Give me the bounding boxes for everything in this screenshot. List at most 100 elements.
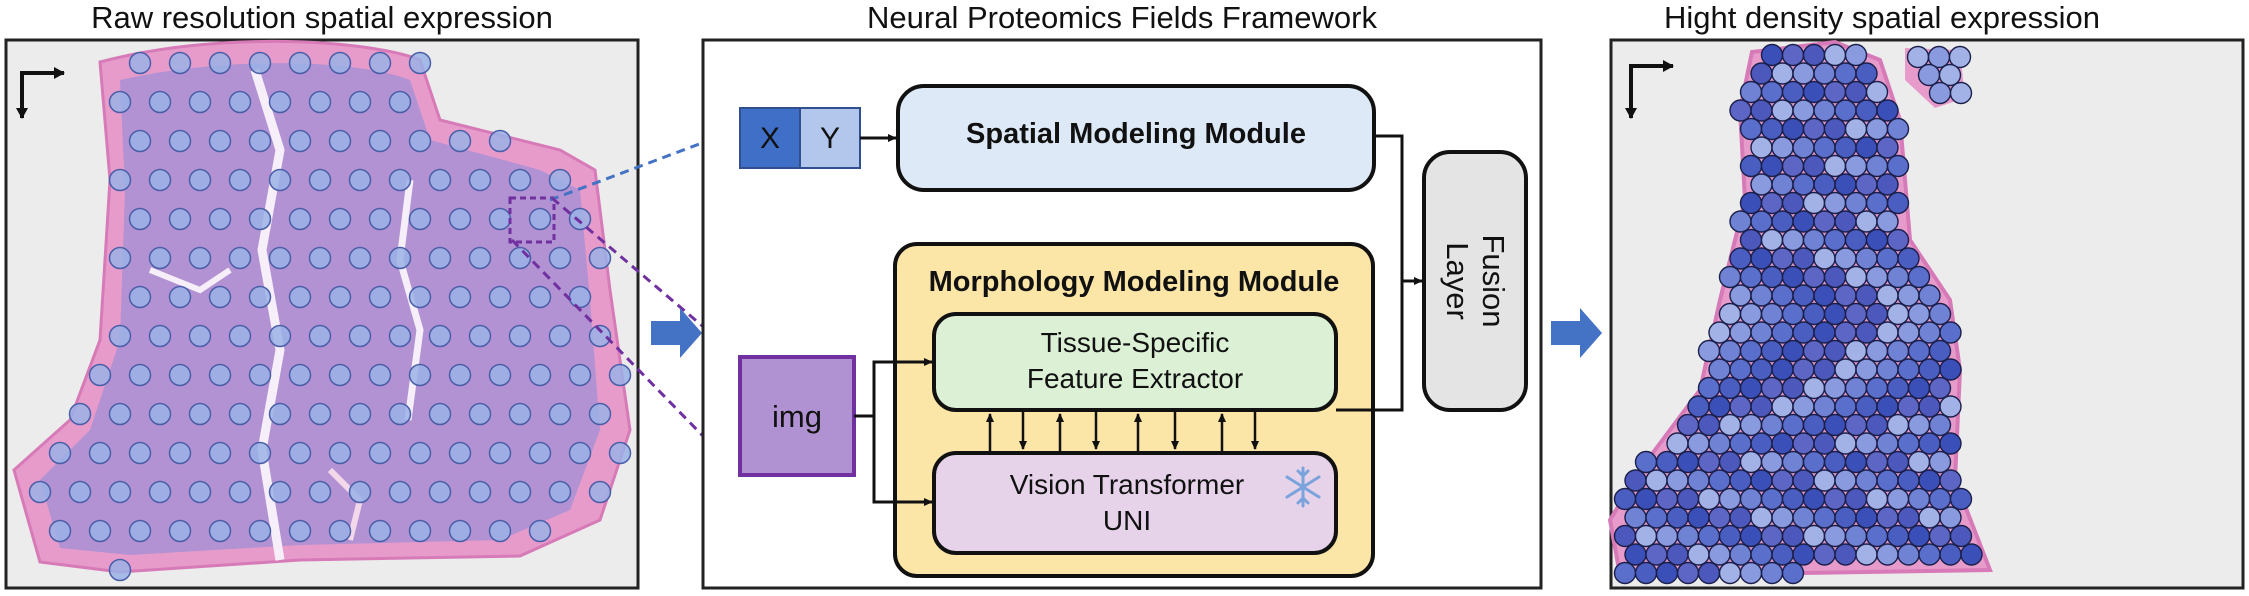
expression-spot: [148, 246, 172, 270]
expression-spot: [1739, 117, 1763, 141]
expression-spot: [1897, 432, 1920, 455]
expression-spot: [268, 246, 292, 270]
expression-spot: [528, 285, 552, 309]
expression-spot: [1676, 561, 1700, 585]
expression-spot: [1708, 506, 1731, 529]
expression-spot: [588, 324, 612, 348]
expression-spot: [1760, 265, 1784, 289]
expression-spot: [1771, 136, 1794, 159]
expression-spot: [1729, 247, 1752, 270]
expression-spot: [1813, 247, 1836, 270]
expression-spot: [1729, 469, 1752, 492]
expression-spot: [1844, 191, 1868, 215]
expression-spot: [188, 402, 212, 426]
expression-spot: [1823, 80, 1847, 104]
expression-spot: [128, 441, 152, 465]
expression-spot: [1760, 43, 1784, 67]
expression-spot: [1886, 154, 1910, 178]
expression-spot: [1760, 561, 1784, 585]
expression-spot: [1823, 43, 1847, 67]
expression-spot: [1876, 284, 1899, 307]
expression-spot: [1687, 506, 1710, 529]
expression-spot: [1928, 450, 1952, 474]
snowflake-icon: [1285, 466, 1321, 508]
expression-spot: [1844, 487, 1868, 511]
expression-spot: [1750, 432, 1773, 455]
expression-spot: [1666, 543, 1689, 566]
expression-spot: [1760, 413, 1784, 437]
right-panel: Hight density spatial expression: [1607, 0, 2245, 590]
morphology-to-fusion-connector: [1336, 281, 1404, 412]
expression-spot: [588, 246, 612, 270]
expression-spot: [1865, 487, 1889, 511]
tissue-extractor-label-line1: Tissue-Specific: [1041, 327, 1230, 358]
expression-spot: [528, 363, 552, 387]
expression-spot: [1802, 339, 1826, 363]
expression-spot: [1771, 432, 1794, 455]
expression-spot: [368, 207, 392, 231]
expression-spot: [548, 324, 572, 348]
expression-spot: [1813, 358, 1836, 381]
expression-spot: [288, 51, 312, 75]
expression-spot: [1855, 210, 1878, 233]
expression-spot: [88, 519, 112, 543]
expression-spot: [1708, 358, 1731, 381]
expression-spot: [228, 480, 252, 504]
expression-spot: [1729, 358, 1752, 381]
expression-spot: [1949, 524, 1973, 548]
expression-spot: [1760, 487, 1784, 511]
expression-spot: [1834, 358, 1857, 381]
expression-spot: [388, 402, 412, 426]
expression-spot: [1939, 543, 1962, 566]
expression-spot: [528, 207, 552, 231]
expression-spot: [1813, 432, 1836, 455]
expression-spot: [1718, 487, 1742, 511]
expression-spot: [588, 480, 612, 504]
expression-spot: [1886, 117, 1910, 141]
expression-spot: [1939, 506, 1962, 529]
expression-spot: [388, 324, 412, 348]
expression-spot: [448, 441, 472, 465]
expression-spot: [1792, 395, 1815, 418]
expression-spot: [188, 90, 212, 114]
tissue-specific-feature-extractor: [932, 312, 1338, 412]
expression-spot: [1886, 524, 1910, 548]
expression-spot: [328, 363, 352, 387]
expression-spot: [308, 90, 332, 114]
expression-spot: [1823, 302, 1847, 326]
expression-spot: [48, 441, 72, 465]
expression-spot: [1739, 376, 1763, 400]
expression-spot: [1823, 265, 1847, 289]
expression-spot: [508, 324, 532, 348]
expression-spot: [488, 363, 512, 387]
expression-spot: [1938, 63, 1962, 87]
expression-spot: [268, 324, 292, 348]
expression-spot: [1792, 358, 1815, 381]
expression-spot: [208, 51, 232, 75]
expression-spot: [1718, 339, 1742, 363]
expression-spot: [1855, 136, 1878, 159]
expression-spot: [1897, 469, 1920, 492]
expression-spot: [1739, 450, 1763, 474]
expression-spot: [128, 285, 152, 309]
expression-spot: [1718, 450, 1742, 474]
axis-arrows-icon: [16, 67, 65, 119]
expression-spot: [1802, 487, 1826, 511]
expression-spot: [388, 90, 412, 114]
expression-spot: [428, 168, 452, 192]
expression-spot: [528, 519, 552, 543]
expression-spot: [248, 519, 272, 543]
expression-spot: [1886, 228, 1910, 252]
expression-spot: [28, 480, 52, 504]
expression-spot: [528, 441, 552, 465]
expression-spot: [1750, 284, 1773, 307]
expression-spot: [248, 363, 272, 387]
expression-spot: [348, 90, 372, 114]
expression-spot: [348, 480, 372, 504]
expression-spot: [288, 363, 312, 387]
expression-spot: [1802, 265, 1826, 289]
expression-spot: [108, 324, 132, 348]
expression-spot: [1876, 210, 1899, 233]
expression-spot: [168, 363, 192, 387]
expression-spot: [68, 402, 92, 426]
